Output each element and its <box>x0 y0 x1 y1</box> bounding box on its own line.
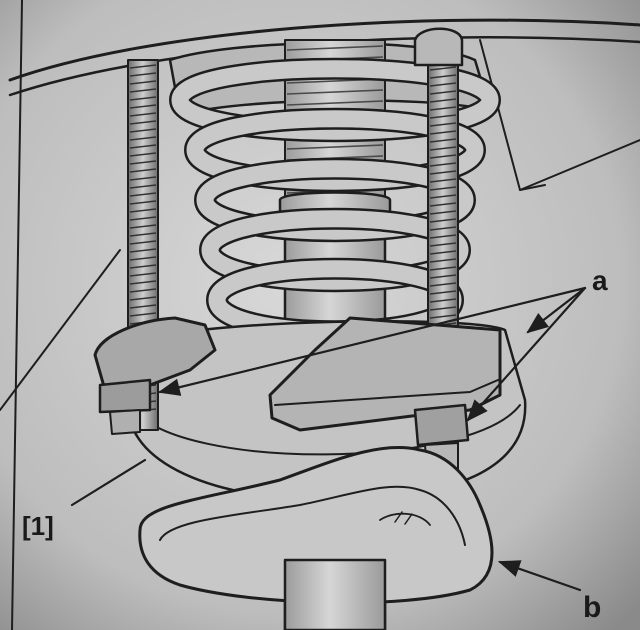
leader-b <box>497 560 582 592</box>
lower-bracket <box>138 446 494 630</box>
annotation-leaders <box>70 286 587 592</box>
leader-a-right <box>466 286 587 422</box>
leader-a-left <box>157 286 587 396</box>
label-a: a <box>592 265 608 296</box>
leader-1 <box>70 458 147 507</box>
leader-a-middle <box>526 286 587 334</box>
label-1: [1] <box>22 511 54 541</box>
compressor-jaw-left <box>93 316 217 435</box>
label-b: b <box>583 591 601 624</box>
